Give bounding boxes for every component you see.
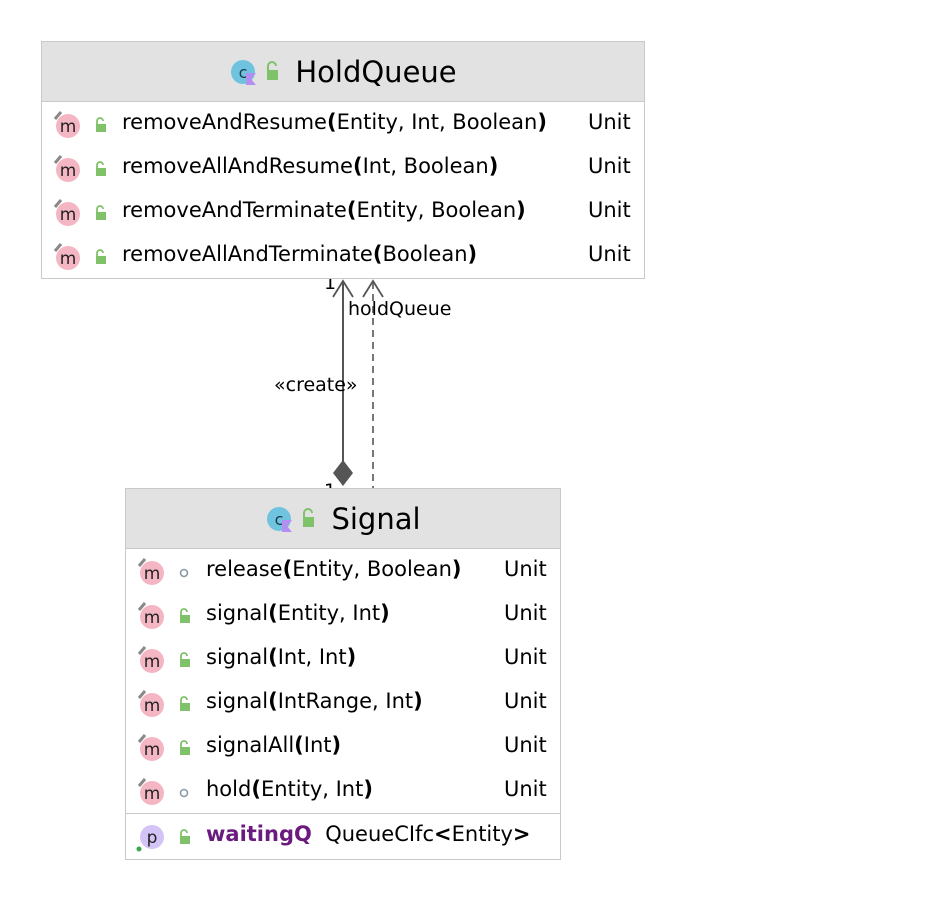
method-signature: hold(Entity, Int) — [206, 777, 373, 801]
open-lock-icon — [96, 161, 106, 176]
open-lock-icon — [180, 652, 190, 667]
method-row-removeallandterminate[interactable]: m removeAllAndTerminate(Boolean) Unit — [42, 234, 644, 278]
method-signature: release(Entity, Boolean) — [206, 557, 462, 581]
method-icon: m — [53, 199, 80, 226]
method-icon: m — [53, 243, 80, 270]
svg-text:m: m — [144, 652, 161, 672]
method-icon: m — [137, 558, 164, 585]
method-return-type: Unit — [588, 110, 631, 134]
method-signature: removeAndTerminate(Entity, Boolean) — [122, 198, 526, 222]
method-signature: removeAndResume(Entity, Int, Boolean) — [122, 110, 547, 134]
method-return-type: Unit — [504, 601, 547, 625]
method-icon: m — [137, 690, 164, 717]
method-signature: removeAllAndTerminate(Boolean) — [122, 242, 478, 266]
method-signature: signal(Entity, Int) — [206, 601, 390, 625]
method-return-type: Unit — [588, 198, 631, 222]
method-signature: removeAllAndResume(Int, Boolean) — [122, 154, 499, 178]
method-return-type: Unit — [504, 777, 547, 801]
method-icon: m — [53, 111, 80, 138]
signal-methods: m release(Entity, Boolean) Unit m signal… — [126, 549, 560, 813]
svg-text:c: c — [275, 510, 284, 529]
property-icon: p — [136, 825, 164, 852]
method-return-type: Unit — [504, 733, 547, 757]
holdqueue-class[interactable]: c HoldQueue m removeAndResume(Entity, In… — [41, 41, 645, 279]
method-icon: m — [137, 602, 164, 629]
holdqueue-class-name: HoldQueue — [295, 54, 457, 89]
signal-header[interactable]: c Signal — [126, 489, 560, 549]
open-lock-icon — [180, 740, 190, 755]
dependency-label: holdQueue — [348, 298, 451, 320]
composition-diamond — [333, 460, 353, 486]
method-icon: m — [137, 778, 164, 805]
open-lock-icon — [96, 249, 106, 264]
composition-arrowhead — [332, 279, 354, 298]
signal-class-name: Signal — [331, 501, 421, 536]
open-lock-icon — [180, 696, 190, 711]
method-icon: m — [53, 155, 80, 182]
svg-text:m: m — [144, 740, 161, 760]
class-icon: c — [231, 59, 279, 85]
holdqueue-header[interactable]: c HoldQueue — [42, 42, 644, 102]
method-row-hold[interactable]: m hold(Entity, Int) Unit — [126, 769, 560, 813]
method-row-removeandresume[interactable]: m removeAndResume(Entity, Int, Boolean) … — [42, 102, 644, 146]
method-return-type: Unit — [504, 645, 547, 669]
method-signature: signal(IntRange, Int) — [206, 689, 423, 713]
method-return-type: Unit — [588, 242, 631, 266]
svg-text:m: m — [60, 205, 77, 225]
circle-icon — [179, 788, 189, 798]
method-icon: m — [137, 646, 164, 673]
method-return-type: Unit — [588, 154, 631, 178]
method-row-signal-entity-int[interactable]: m signal(Entity, Int) Unit — [126, 593, 560, 637]
svg-text:m: m — [144, 608, 161, 628]
method-row-signal-int-int[interactable]: m signal(Int, Int) Unit — [126, 637, 560, 681]
field-signature: waitingQ QueueCIfc<Entity> — [206, 822, 531, 846]
holdqueue-methods: m removeAndResume(Entity, Int, Boolean) … — [42, 102, 644, 278]
open-lock-icon — [96, 117, 106, 132]
svg-text:m: m — [60, 117, 77, 137]
circle-icon — [179, 568, 189, 578]
method-return-type: Unit — [504, 557, 547, 581]
svg-text:c: c — [239, 63, 248, 82]
method-signature: signal(Int, Int) — [206, 645, 357, 669]
method-icon: m — [137, 734, 164, 761]
svg-text:m: m — [144, 784, 161, 804]
svg-text:m: m — [144, 564, 161, 584]
method-return-type: Unit — [504, 689, 547, 713]
svg-text:m: m — [60, 161, 77, 181]
create-stereotype-label: «create» — [274, 374, 358, 396]
method-row-removeallandresume[interactable]: m removeAllAndResume(Int, Boolean) Unit — [42, 146, 644, 190]
method-row-release[interactable]: m release(Entity, Boolean) Unit — [126, 549, 560, 593]
method-row-removeandterminate[interactable]: m removeAndTerminate(Entity, Boolean) Un… — [42, 190, 644, 234]
signal-class[interactable]: c Signal m release(Entity, Boolean) Unit… — [125, 488, 561, 860]
method-row-signalall[interactable]: m signalAll(Int) Unit — [126, 725, 560, 769]
dependency-arrowhead — [362, 279, 384, 298]
svg-text:p: p — [147, 828, 158, 848]
svg-text:m: m — [144, 696, 161, 716]
method-signature: signalAll(Int) — [206, 733, 342, 757]
field-row-waitingq[interactable]: p waitingQ QueueCIfc<Entity> — [126, 813, 560, 857]
svg-text:m: m — [60, 249, 77, 269]
open-lock-icon — [180, 829, 190, 844]
open-lock-icon — [180, 608, 190, 623]
method-row-signal-intrange-int[interactable]: m signal(IntRange, Int) Unit — [126, 681, 560, 725]
open-lock-icon — [96, 205, 106, 220]
class-icon: c — [267, 506, 315, 532]
